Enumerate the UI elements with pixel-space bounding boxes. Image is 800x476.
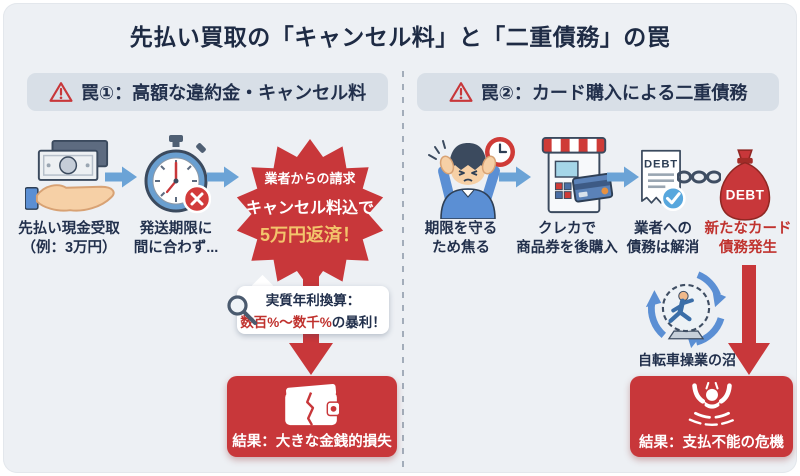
label-line: （例：3万円） [21, 240, 117, 256]
trap2-header: 罠②：カード購入による二重債務 [417, 73, 779, 111]
drowning-person-icon [688, 381, 735, 426]
claim-burst: 業者からの請求 キャンセル料込で 5万円返済！ [235, 139, 385, 289]
interest-callout: 実質年利換算： 数百%〜数千%の暴利！ [237, 286, 389, 334]
label-line: クレカで [538, 221, 596, 237]
cycle-label: 自転車操業の沼 [638, 352, 736, 368]
label-line: 業者への [634, 221, 692, 237]
step-label: 発送期限に 間に合わず... [113, 220, 239, 258]
loss-result-box: 結果：大きな金銭的損失 [227, 376, 397, 457]
callout-line2: 数百%〜数千%の暴利！ [240, 311, 386, 331]
label-line: 商品券を後購入 [516, 240, 618, 256]
label-line: 債務発生 [719, 240, 777, 256]
label-line: ため焦る [432, 240, 490, 256]
label-line: 新たなカード [704, 221, 792, 237]
trap2-header-label: 罠②：カード購入による二重債務 [480, 83, 748, 103]
label-line: 間に合わず... [133, 240, 219, 256]
chain-icon [677, 170, 721, 184]
loss-result-label: 結果：大きな金銭的損失 [232, 433, 392, 450]
callout-line1: 実質年利換算： [265, 293, 361, 308]
trap1-header: 罠①：高額な違約金・キャンセル料 [27, 73, 388, 111]
callout-highlight: 数百%〜数千% [240, 315, 332, 330]
insolvency-result-box: 結果：支払不能の危機 [630, 376, 793, 457]
panel-divider [402, 71, 404, 467]
debt-receipt-icon: DEBT [641, 149, 686, 212]
page-title: 先払い買取の「キャンセル料」と「二重債務」の罠 [129, 24, 671, 50]
warning-triangle-icon [449, 82, 473, 102]
arrow-down-icon [728, 265, 770, 375]
magnifier-icon [227, 295, 257, 325]
label-line: 発送期限に [139, 221, 213, 237]
step-label: 先払い現金受取 （例：3万円） [3, 220, 135, 258]
label-line: 債務は解消 [626, 240, 700, 256]
burst-line1: 業者からの請求 [264, 170, 356, 186]
arrow-right-icon [607, 166, 639, 188]
worried-person-icon [428, 137, 515, 219]
infographic-canvas: 先払い買取の「キャンセル料」と「二重債務」の罠 罠①：高額な違約金・キャンセル料… [3, 3, 797, 473]
debt-bag-icon: DEBT [719, 149, 771, 221]
stopwatch-icon [144, 135, 211, 214]
burst-text: 業者からの請求 キャンセル料込で 5万円返済！ [246, 168, 374, 247]
callout-suffix: の暴利！ [331, 315, 386, 330]
bag-debt-text: DEBT [726, 188, 765, 203]
debt-cycle-icon [645, 271, 727, 349]
step-label: 期限を守る ため焦る [405, 220, 517, 258]
step-label-warning: 新たなカード 債務発生 [697, 220, 797, 258]
money-hand-icon [25, 139, 115, 212]
starburst-shape [236, 139, 384, 289]
arrow-right-icon [207, 166, 239, 188]
label-line: 期限を守る [424, 221, 498, 237]
arrow-right-icon [105, 166, 137, 188]
burst-line2: キャンセル料込で [245, 199, 374, 217]
receipt-debt-text: DEBT [644, 158, 678, 170]
broken-wallet-icon [285, 383, 341, 426]
step-label: 業者への 債務は解消 [613, 220, 713, 258]
insolvency-result-label: 結果：支払不能の危機 [639, 434, 784, 451]
trap1-header-label: 罠①：高額な違約金・キャンセル料 [80, 83, 367, 103]
store-credit-card-icon [541, 136, 614, 214]
credit-card-icon [571, 172, 614, 203]
label-line: 先払い現金受取 [18, 221, 120, 237]
arrow-right-icon [499, 166, 531, 188]
warning-triangle-icon [49, 82, 73, 102]
step-label: クレカで 商品券を後購入 [503, 220, 631, 258]
burst-line3: 5万円返済！ [259, 224, 360, 245]
